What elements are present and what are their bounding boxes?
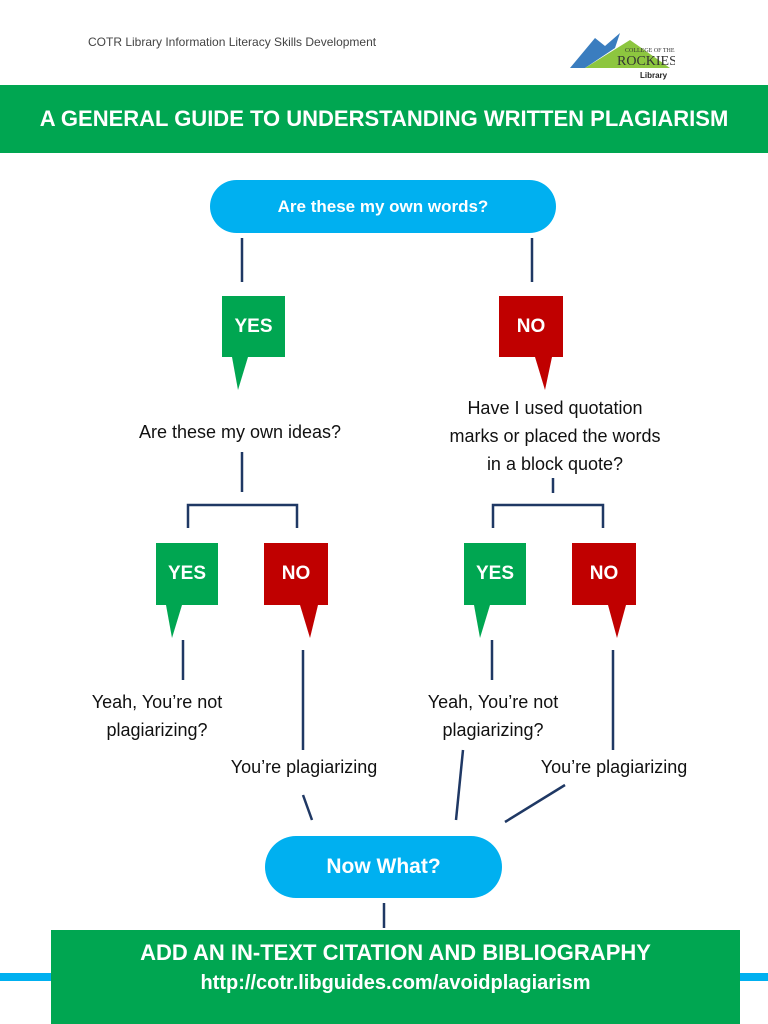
now-what: Now What? [265,836,502,898]
yes-box: YES [464,543,526,605]
result-not-plagiarizing: Yeah, You’re not plagiarizing? [393,688,593,744]
q3-line: Have I used quotation [467,398,643,418]
yes-box: YES [156,543,218,605]
svg-text:Library: Library [640,71,668,80]
no-box: NO [499,296,563,357]
yes-box: YES [222,296,285,357]
svg-text:COLLEGE OF THE: COLLEGE OF THE [625,48,675,54]
result-line: plagiarizing? [442,720,544,740]
no-box: NO [264,543,328,605]
footer-action-box: ADD AN IN-TEXT CITATION AND BIBLIOGRAPHY… [51,930,740,1024]
college-logo: COLLEGE OF THE ROCKIES Library [570,33,675,80]
result-plagiarizing: You’re plagiarizing [540,757,688,777]
result-plagiarizing: You’re plagiarizing [230,757,378,777]
question-own-ideas: Are these my own ideas? [138,422,342,442]
q3-line: marks or placed the words [449,426,661,446]
page-title: A GENERAL GUIDE TO UNDERSTANDING WRITTEN… [0,85,768,153]
svg-text:ROCKIES: ROCKIES [617,54,675,69]
result-line: plagiarizing? [106,720,208,740]
footer-action: ADD AN IN-TEXT CITATION AND BIBLIOGRAPHY [140,940,651,965]
header-subtitle: COTR Library Information Literacy Skills… [88,35,377,49]
result-not-plagiarizing: Yeah, You’re not plagiarizing? [57,688,257,744]
no-box: NO [572,543,636,605]
result-line: Yeah, You’re not [91,692,223,712]
footer-url[interactable]: http://cotr.libguides.com/avoidplagiaris… [200,972,591,994]
q3-line: in a block quote? [486,454,624,474]
question-quotation: Have I used quotation marks or placed th… [405,394,705,478]
result-line: Yeah, You’re not [427,692,559,712]
question-own-words: Are these my own words? [210,180,556,233]
